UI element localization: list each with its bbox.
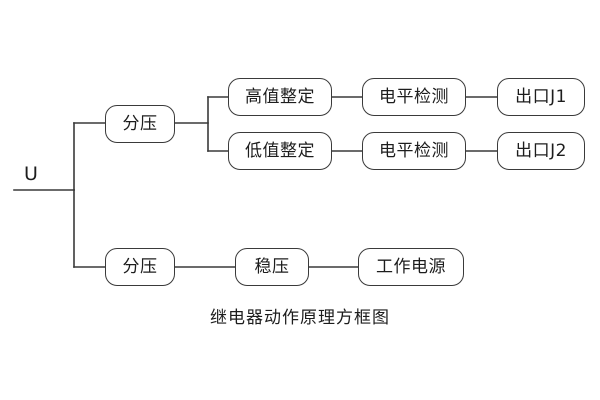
node-low-setting: 低值整定 [228, 132, 332, 170]
node-output-j1-label: 出口J1 [515, 86, 567, 107]
node-low-setting-label: 低值整定 [245, 140, 315, 161]
node-working-power: 工作电源 [358, 248, 464, 286]
node-divider-bottom-label: 分压 [122, 256, 158, 277]
node-output-j2: 出口J2 [497, 132, 585, 170]
node-level-detect-2: 电平检测 [362, 132, 466, 170]
node-output-j2-label: 出口J2 [515, 140, 567, 161]
node-regulator-label: 稳压 [254, 256, 290, 277]
diagram-caption: 继电器动作原理方框图 [210, 308, 390, 328]
input-voltage-label: U [24, 163, 38, 185]
node-divider-top-label: 分压 [122, 113, 158, 134]
node-level-detect-1-label: 电平检测 [379, 86, 449, 107]
node-level-detect-2-label: 电平检测 [379, 140, 449, 161]
node-level-detect-1: 电平检测 [362, 78, 466, 116]
node-working-power-label: 工作电源 [376, 256, 446, 277]
node-output-j1: 出口J1 [497, 78, 585, 116]
node-high-setting: 高值整定 [228, 78, 332, 116]
node-divider-bottom: 分压 [105, 248, 175, 286]
node-high-setting-label: 高值整定 [245, 86, 315, 107]
node-divider-top: 分压 [105, 105, 175, 143]
node-regulator: 稳压 [235, 248, 309, 286]
